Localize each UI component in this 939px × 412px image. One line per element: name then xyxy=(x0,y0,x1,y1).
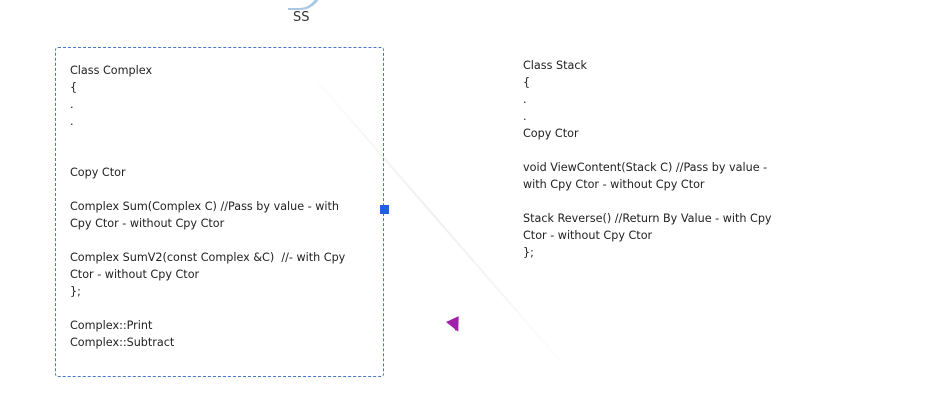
top-label: SS xyxy=(293,10,310,25)
resize-handle-icon[interactable] xyxy=(380,205,389,214)
mouse-pointer-icon xyxy=(446,316,465,335)
complex-class-note[interactable]: Class Complex { . . Copy Ctor Complex Su… xyxy=(70,64,346,349)
connector-arc xyxy=(288,0,322,10)
stack-class-note[interactable]: Class Stack { . . Copy Ctor void ViewCon… xyxy=(523,59,772,259)
